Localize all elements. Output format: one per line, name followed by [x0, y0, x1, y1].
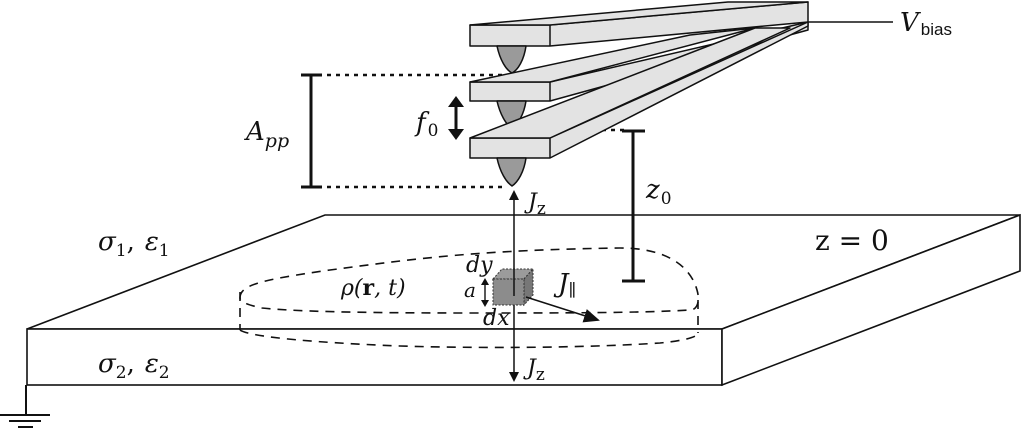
layer2-properties-label: σ2,ε2 [98, 349, 170, 383]
a-pp-bracket [301, 73, 322, 189]
z0-label: z0 [645, 175, 672, 209]
cantilever-bottom [469, 21, 809, 187]
z0-bracket [622, 129, 645, 283]
a-pp-label: App [244, 117, 289, 152]
tip-bottom [496, 157, 527, 187]
dx-label: dx [483, 306, 510, 331]
ground-icon [0, 385, 50, 428]
volume-element-cube [491, 267, 535, 307]
tip-top [496, 45, 527, 74]
dy-label: dy [466, 253, 493, 278]
slab-front-face [26, 328, 723, 386]
charge-distribution-outline [239, 247, 700, 349]
f0-oscillation-arrow [448, 96, 464, 140]
slab-right-face [721, 213, 1021, 387]
z-equals-zero-label: z = 0 [815, 224, 889, 257]
j-parallel-arrow [525, 296, 600, 323]
a-label: a [464, 278, 476, 302]
a-dimension-arrow [481, 278, 489, 307]
charge-density-label: ρ(r, t) [340, 275, 406, 301]
jz-top-label: Jz [524, 190, 546, 219]
j-parallel-label: J∥ [553, 269, 576, 301]
layer1-properties-label: σ1,ε1 [98, 227, 170, 261]
jz-bottom-label: Jz [523, 356, 545, 385]
